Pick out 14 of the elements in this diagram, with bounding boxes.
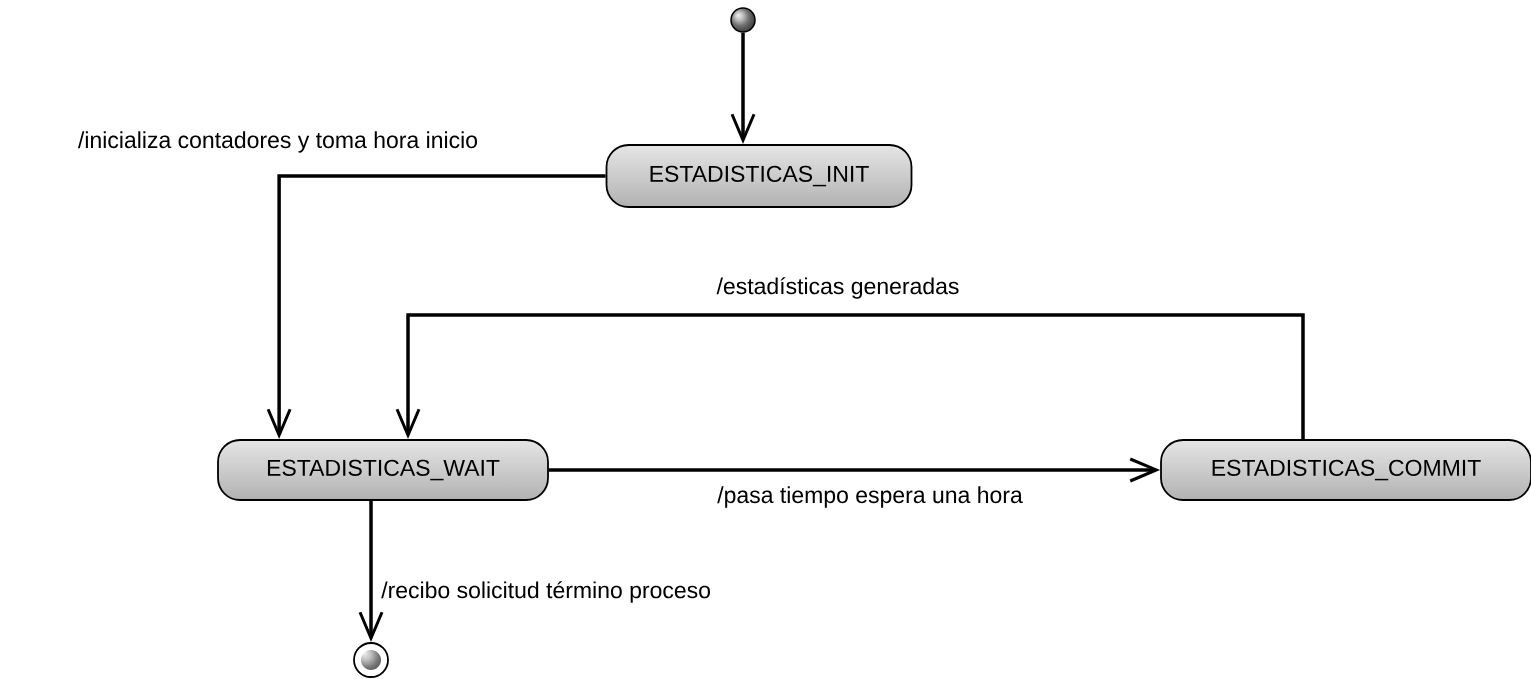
initial-state bbox=[730, 7, 756, 33]
edge-label: /recibo solicitud término proceso bbox=[380, 580, 713, 604]
transition-arrow bbox=[730, 32, 756, 145]
edge-label: /inicializa contadores y toma hora inicio bbox=[76, 130, 480, 154]
transition-arrow bbox=[358, 500, 384, 643]
final-state bbox=[353, 642, 389, 678]
edge-label: /estadísticas generadas bbox=[715, 276, 961, 300]
state-box: ESTADISTICAS_INIT bbox=[605, 144, 913, 208]
edge-label: /pasa tiempo espera una hora bbox=[716, 485, 1024, 509]
state-box: ESTADISTICAS_COMMIT bbox=[1160, 439, 1531, 501]
state-box: ESTADISTICAS_WAIT bbox=[217, 439, 549, 501]
transition-arrow bbox=[548, 457, 1161, 483]
transition-arrow bbox=[395, 313, 1305, 440]
transition-arrow bbox=[266, 174, 606, 440]
